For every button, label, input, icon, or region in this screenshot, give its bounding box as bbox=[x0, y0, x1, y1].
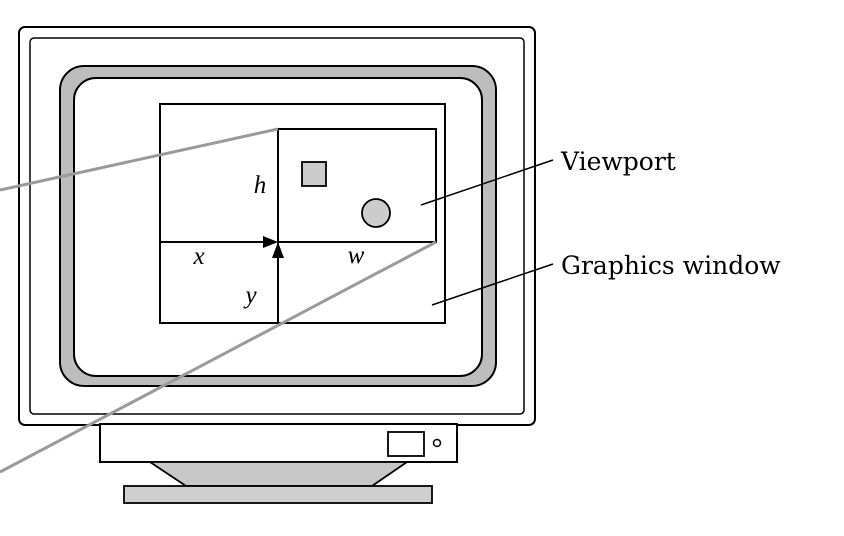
monitor-case-inner bbox=[29, 37, 525, 415]
x-arrowhead-icon bbox=[263, 236, 278, 248]
label-h: h bbox=[254, 172, 267, 199]
label-x: x bbox=[192, 243, 204, 270]
graphics-window-leader-line bbox=[431, 263, 554, 306]
square-shape bbox=[301, 161, 327, 187]
label-y: y bbox=[242, 282, 257, 309]
label-w: w bbox=[348, 242, 365, 269]
monitor-stand-foot bbox=[123, 485, 433, 504]
monitor-stand-neck bbox=[147, 461, 410, 487]
sight-line-top bbox=[0, 127, 279, 192]
label-viewport: Viewport bbox=[560, 147, 676, 176]
sight-line-bottom bbox=[0, 240, 437, 474]
viewport-leader-line bbox=[420, 159, 554, 206]
y-arrowhead-icon bbox=[272, 242, 284, 258]
power-button bbox=[387, 431, 425, 457]
circle-shape bbox=[361, 198, 391, 228]
power-led-icon bbox=[432, 438, 442, 448]
label-graphics-window: Graphics window bbox=[561, 251, 781, 280]
